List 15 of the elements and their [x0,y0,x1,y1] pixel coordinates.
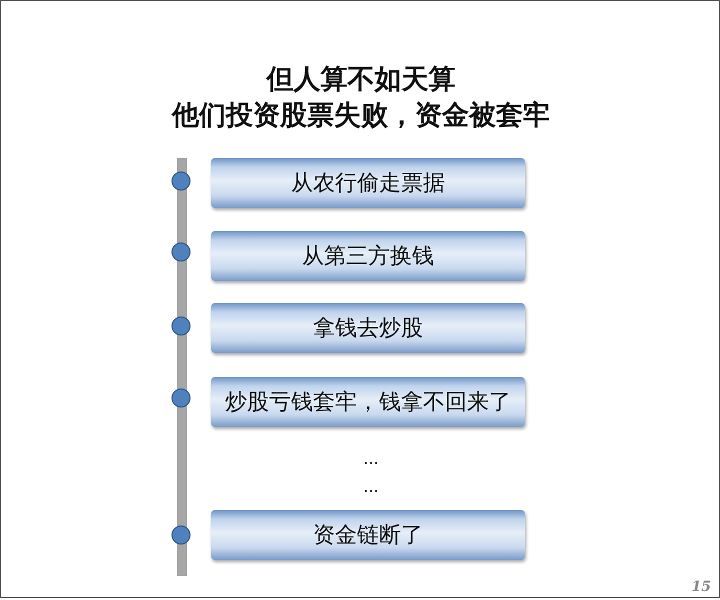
step-text: 从农行偷走票据 [291,170,445,198]
step-box [211,510,525,560]
subtitle: 他们投资股票失败，资金被套牢 [170,99,551,133]
ellipsis: ... [362,477,380,496]
step-box [211,377,525,427]
step-text: 从第三方换钱 [302,243,434,271]
page-number: 15 [692,579,711,595]
step-text: 拿钱去炒股 [313,315,423,343]
step-text: 资金链断了 [313,522,423,550]
step-box [211,231,525,281]
step-box [211,158,525,208]
step-box [211,303,525,353]
step-text: 炒股亏钱套牢，钱拿不回来了 [225,389,511,417]
ellipsis: ... [362,449,380,468]
title: 但人算不如天算 [264,63,456,97]
